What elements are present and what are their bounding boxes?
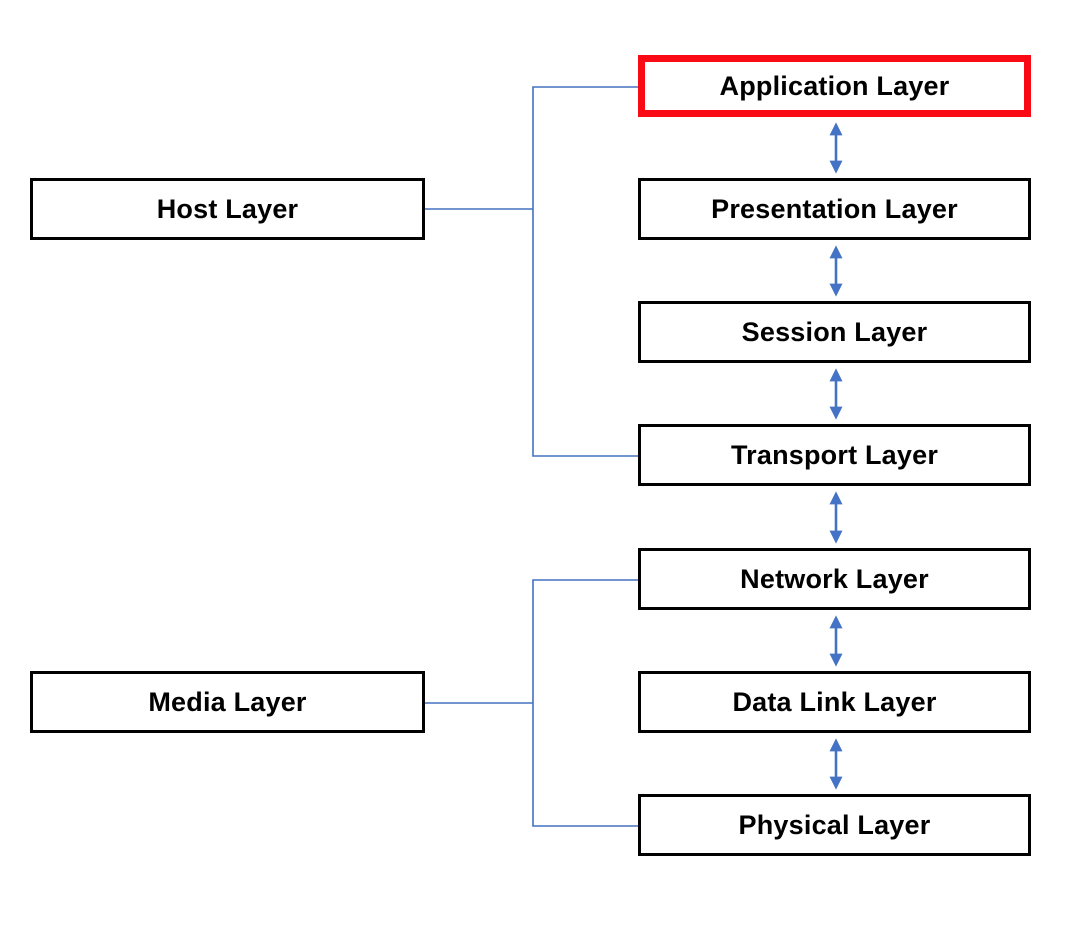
layer-label-session: Session Layer: [741, 316, 928, 347]
group-box-media: Media Layer: [30, 671, 425, 733]
layer-label-physical: Physical Layer: [738, 809, 931, 840]
group-label-media: Media Layer: [148, 686, 307, 717]
layer-label-application: Application Layer: [719, 70, 950, 101]
media-bracket-connector: [425, 579, 638, 827]
layer-label-transport: Transport Layer: [730, 439, 939, 470]
layer-label-network: Network Layer: [740, 563, 929, 594]
group-box-host: Host Layer: [30, 178, 425, 240]
layer-box-transport: Transport Layer: [638, 424, 1031, 486]
layer-label-datalink: Data Link Layer: [732, 686, 937, 717]
layer-label-presentation: Presentation Layer: [711, 193, 958, 224]
layer-box-datalink: Data Link Layer: [638, 671, 1031, 733]
layer-box-physical: Physical Layer: [638, 794, 1031, 856]
group-label-host: Host Layer: [156, 193, 299, 224]
layer-box-network: Network Layer: [638, 548, 1031, 610]
layer-box-session: Session Layer: [638, 301, 1031, 363]
host-bracket-connector: [425, 86, 638, 457]
layer-box-presentation: Presentation Layer: [638, 178, 1031, 240]
layer-box-application: Application Layer: [638, 55, 1031, 117]
